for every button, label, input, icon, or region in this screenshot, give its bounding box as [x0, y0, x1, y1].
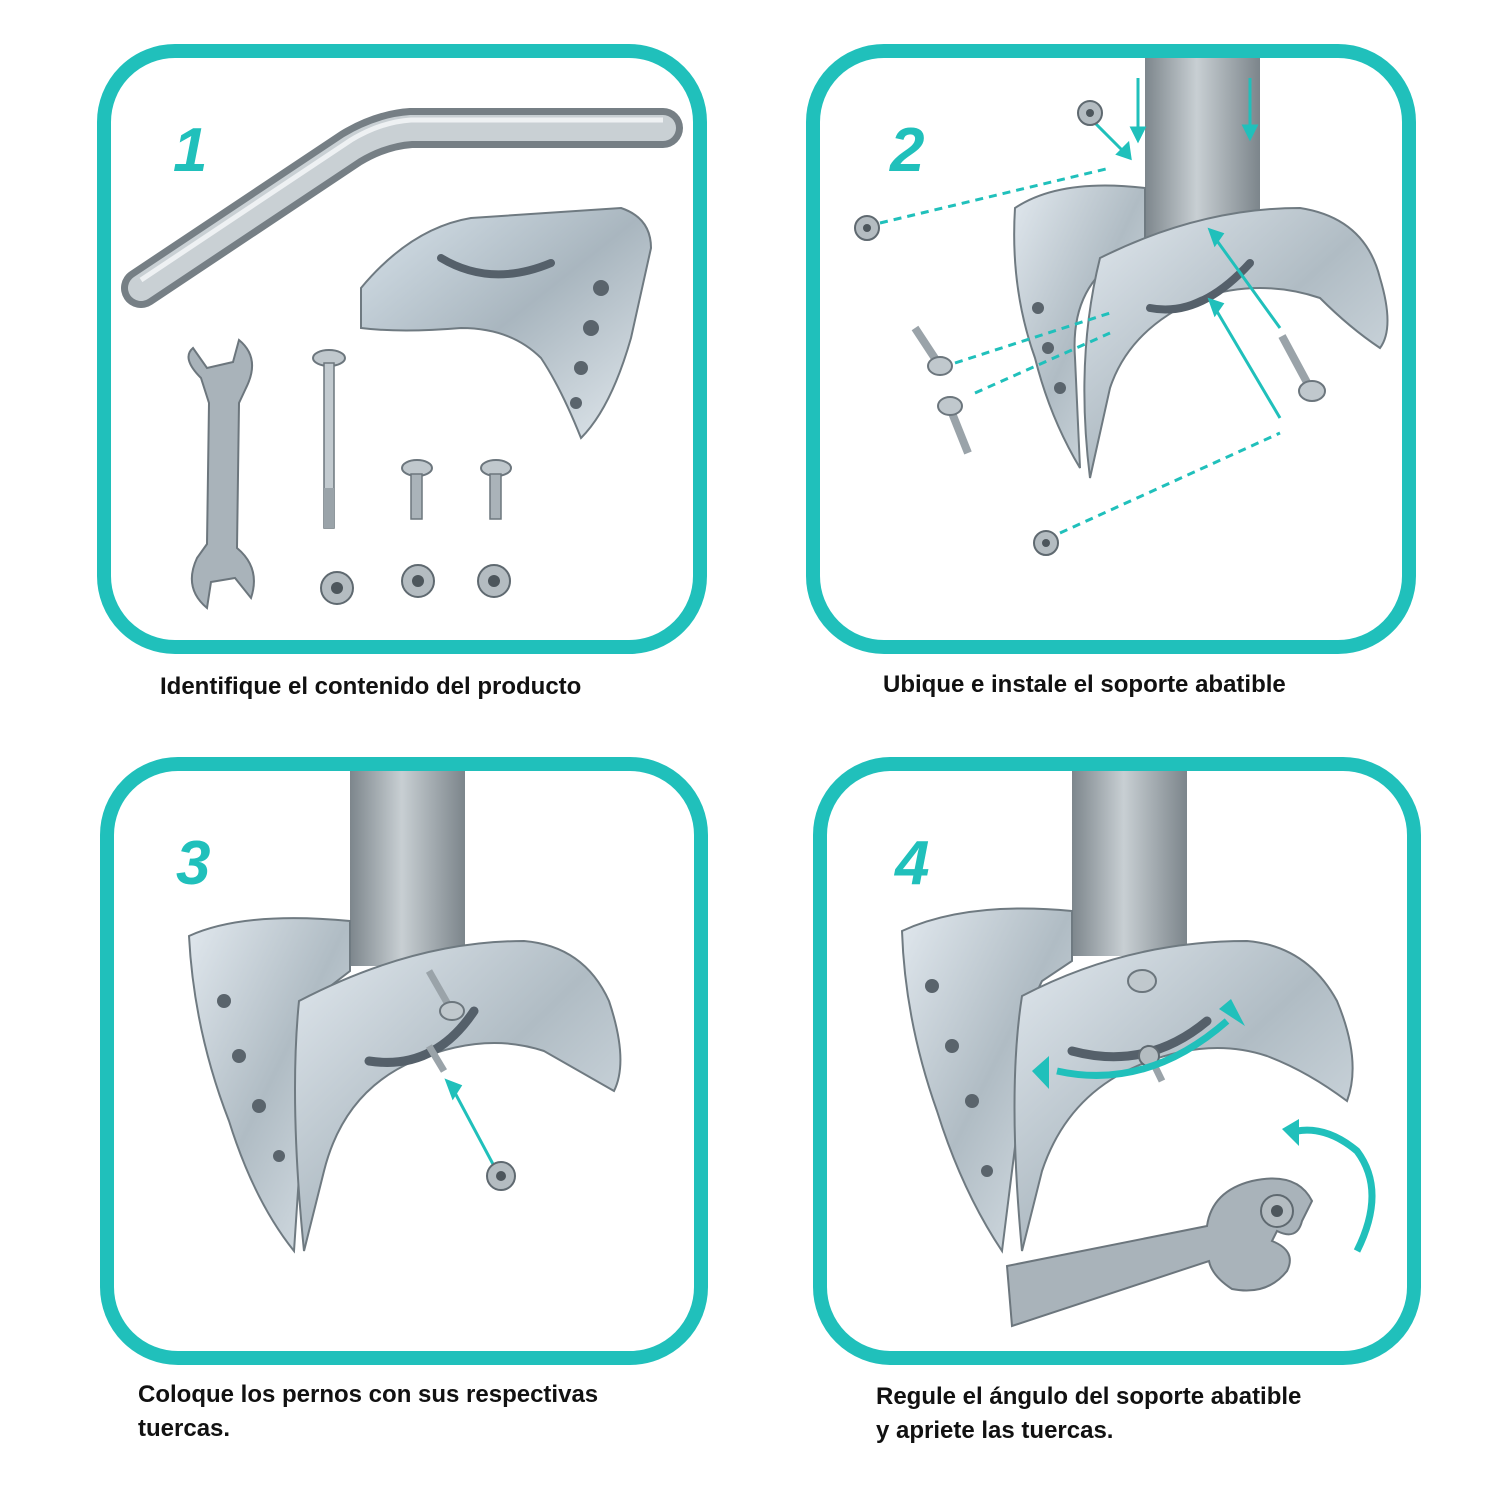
- arrow-head-left: [1032, 1056, 1049, 1089]
- bolt: [425, 969, 465, 1073]
- swivel-bracket: [900, 907, 1354, 1254]
- rotate-arrow: [1296, 1126, 1376, 1253]
- step-1-panel: 1: [97, 44, 707, 654]
- nut: [320, 571, 354, 605]
- mast-pipe: [1072, 771, 1187, 956]
- step-1-illustration: [121, 108, 683, 610]
- nut: [401, 564, 435, 598]
- step-1-number: 1: [173, 116, 208, 185]
- caption-line: Regule el ángulo del soporte abatible: [876, 1383, 1302, 1410]
- caption-line: Identifique el contenido del producto: [160, 673, 582, 700]
- adjust-arrow: [1056, 1018, 1230, 1079]
- arrows: [1093, 78, 1282, 419]
- caption-line: Coloque los pernos con sus respectivas: [138, 1381, 599, 1408]
- nut: [1077, 100, 1103, 126]
- short-bolt: [401, 459, 433, 520]
- nut: [486, 1161, 516, 1191]
- wrench: [187, 338, 255, 610]
- arrow: [444, 1078, 496, 1167]
- step-4-number: 4: [895, 829, 930, 898]
- mast-pipe: [350, 771, 465, 966]
- bent-pipe: [121, 108, 683, 308]
- arrow-head-right: [1219, 999, 1245, 1026]
- step-2-number: 2: [890, 116, 925, 185]
- step-3-caption: Coloque los pernos con sus respectivas t…: [138, 1378, 598, 1446]
- swivel-bracket: [187, 917, 622, 1254]
- nut: [477, 564, 511, 598]
- swivel-bracket: [360, 206, 653, 440]
- step-2-panel: 2: [806, 44, 1416, 654]
- dashed-guides: [879, 166, 1281, 535]
- nut: [854, 215, 880, 241]
- step-4-illustration: [900, 771, 1376, 1328]
- bolt: [937, 396, 972, 455]
- caption-line: tuercas.: [138, 1415, 231, 1442]
- nut: [1033, 530, 1059, 556]
- step-4-caption: Regule el ángulo del soporte abatible y …: [876, 1380, 1301, 1448]
- short-bolt: [480, 459, 512, 520]
- step-1-caption: Identifique el contenido del producto: [160, 670, 581, 704]
- caption-line: Ubique e instale el soporte abatible: [883, 671, 1286, 698]
- bolt: [1278, 334, 1326, 402]
- step-3-number: 3: [176, 829, 211, 898]
- step-2-caption: Ubique e instale el soporte abatible: [883, 668, 1286, 702]
- step-2-illustration: [854, 58, 1389, 556]
- wrench: [1005, 1177, 1314, 1328]
- caption-line: y apriete las tuercas.: [876, 1417, 1114, 1444]
- step-3-illustration: [187, 771, 622, 1254]
- step-3-panel: 3: [100, 757, 708, 1365]
- bolt: [911, 325, 953, 376]
- rotate-arrow-head: [1282, 1119, 1299, 1146]
- swivel-bracket: [1013, 184, 1389, 479]
- long-bolt: [312, 349, 346, 529]
- step-4-panel: 4: [813, 757, 1421, 1365]
